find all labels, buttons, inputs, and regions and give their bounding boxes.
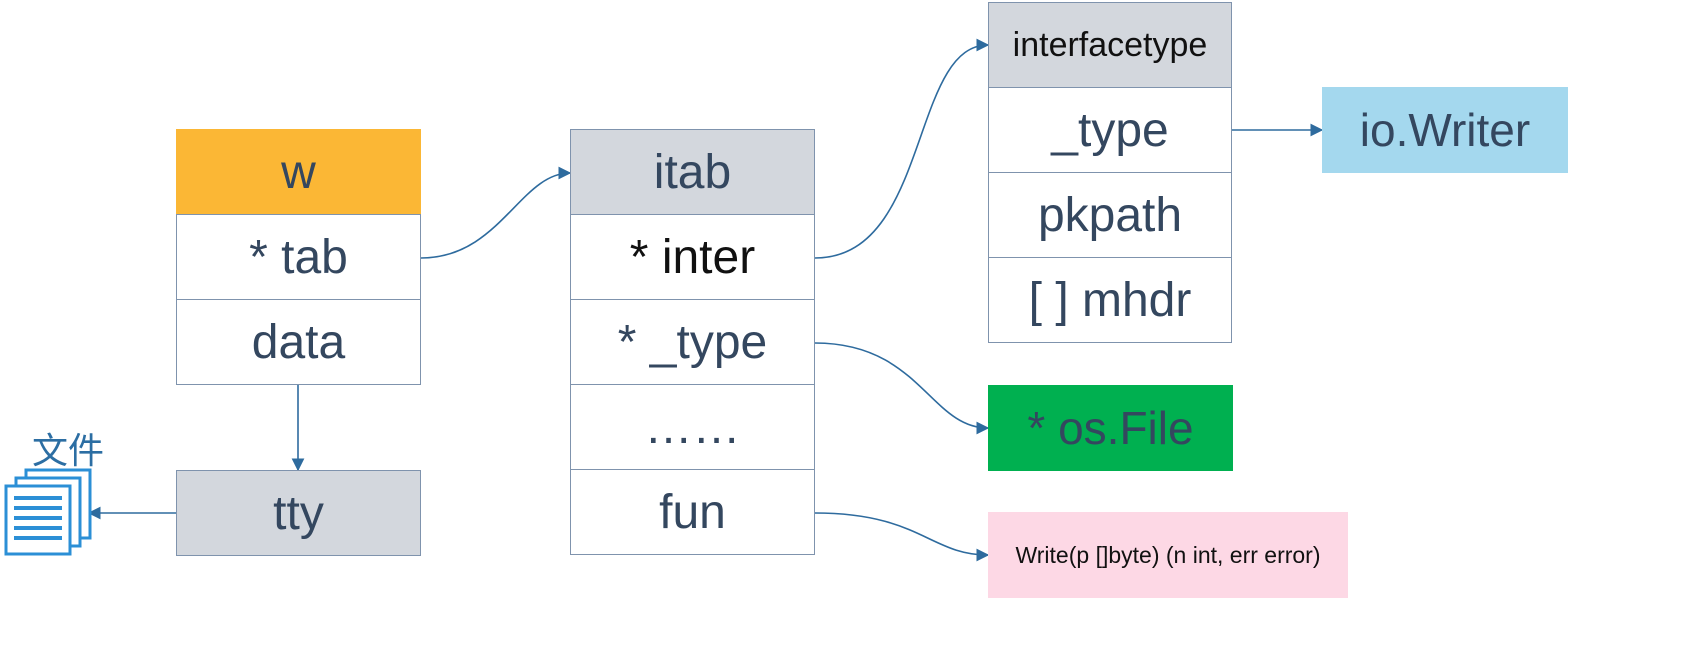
interfacetype-header: interfacetype [988,2,1232,88]
w-field-data: data [176,299,421,385]
w-field-tab: * tab [176,214,421,300]
itab-struct: itab * inter * _type …… fun [570,129,815,555]
itab-field-ellipsis: …… [570,384,815,470]
io-writer-box: io.Writer [1322,87,1568,173]
arrow-inter-to-interfacetype [814,38,990,259]
itab-field-inter: * inter [570,214,815,300]
interfacetype-field-mhdr: [ ] mhdr [988,257,1232,343]
arrow-type-to-os-file [814,342,990,435]
w-header: w [176,129,421,215]
itab-field-fun: fun [570,469,815,555]
file-label: 文件 [32,431,105,472]
os-file-box: * os.File [988,385,1233,471]
itab-field-type: * _type [570,299,815,385]
tty-box: tty [176,470,421,556]
interfacetype-field-type: _type [988,87,1232,173]
document-stack-icon [4,468,92,556]
w-struct: w * tab data [176,129,421,385]
interfacetype-struct: interfacetype _type pkpath [ ] mhdr [988,2,1232,343]
write-method-box: Write(p []byte) (n int, err error) [988,512,1348,598]
itab-header: itab [570,129,815,215]
arrow-fun-to-write [814,512,990,562]
interfacetype-field-pkpath: pkpath [988,172,1232,258]
arrow-tab-to-itab [420,166,572,259]
